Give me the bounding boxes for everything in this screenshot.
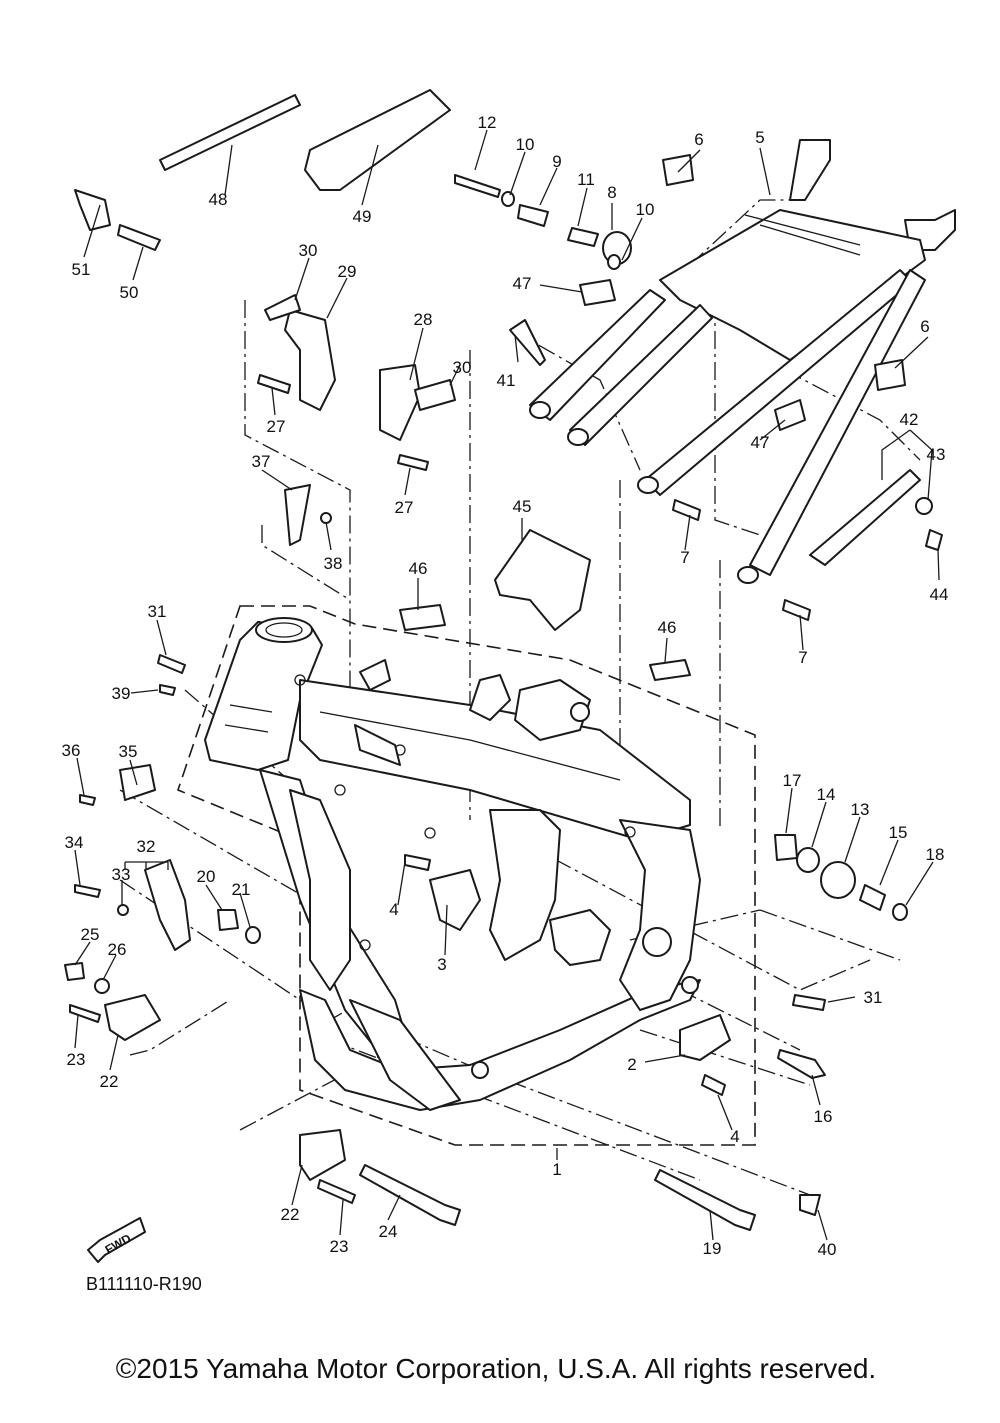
main-frame xyxy=(204,617,701,1111)
callout-18: 18 xyxy=(926,845,945,864)
callout-25: 25 xyxy=(81,925,100,944)
callout-8: 8 xyxy=(607,183,616,202)
callout-40: 40 xyxy=(818,1240,837,1259)
callout-41: 41 xyxy=(497,371,516,390)
callout-7a: 7 xyxy=(680,548,689,567)
callout-31b: 31 xyxy=(864,988,883,1007)
callout-42: 42 xyxy=(900,410,919,429)
callout-47b: 47 xyxy=(751,433,770,452)
callout-7b: 7 xyxy=(798,648,807,667)
callout-26: 26 xyxy=(108,940,127,959)
rear-subframe xyxy=(529,139,956,584)
callout-29: 29 xyxy=(338,262,357,281)
callout-15: 15 xyxy=(889,823,908,842)
callout-38: 38 xyxy=(324,554,343,573)
callout-11: 11 xyxy=(577,170,595,189)
callout-50: 50 xyxy=(120,283,139,302)
callout-3: 3 xyxy=(437,955,446,974)
leader-lines xyxy=(74,129,940,1241)
callout-27b: 27 xyxy=(395,498,414,517)
callout-32: 32 xyxy=(137,837,156,856)
small-parts xyxy=(64,89,943,1263)
callout-23a: 23 xyxy=(67,1050,86,1069)
callout-10b: 10 xyxy=(636,200,655,219)
callout-6a: 6 xyxy=(694,130,703,149)
callout-20: 20 xyxy=(197,867,216,886)
callout-37: 37 xyxy=(252,452,271,471)
callout-24: 24 xyxy=(379,1222,398,1241)
callout-13: 13 xyxy=(851,800,870,819)
callout-36: 36 xyxy=(62,741,81,760)
callout-39: 39 xyxy=(112,684,131,703)
callout-10a: 10 xyxy=(516,135,535,154)
callout-4a: 4 xyxy=(389,900,398,919)
callout-27a: 27 xyxy=(267,417,286,436)
callout-22a: 22 xyxy=(100,1072,119,1091)
callout-46b: 46 xyxy=(658,618,677,637)
callout-23b: 23 xyxy=(330,1237,349,1256)
callout-12: 12 xyxy=(478,113,497,132)
callout-4b: 4 xyxy=(730,1127,739,1146)
callout-47a: 47 xyxy=(513,274,532,293)
callout-28: 28 xyxy=(414,310,433,329)
callout-6b: 6 xyxy=(920,317,929,336)
callout-31a: 31 xyxy=(148,602,167,621)
callout-51: 51 xyxy=(72,260,91,279)
callout-16: 16 xyxy=(814,1107,833,1126)
callout-labels: 1 2 3 4 4 5 6 6 7 7 8 9 10 10 11 12 13 1… xyxy=(62,113,949,1259)
callout-2: 2 xyxy=(627,1055,636,1074)
callout-19: 19 xyxy=(703,1239,722,1258)
callout-9: 9 xyxy=(552,152,561,171)
callout-46a: 46 xyxy=(409,559,428,578)
callout-48: 48 xyxy=(209,190,228,209)
callout-30b: 30 xyxy=(453,358,472,377)
callout-34: 34 xyxy=(65,833,84,852)
callout-30a: 30 xyxy=(299,241,318,260)
callout-35: 35 xyxy=(119,742,138,761)
callout-21: 21 xyxy=(232,880,251,899)
callout-45: 45 xyxy=(513,497,532,516)
callout-44: 44 xyxy=(930,585,949,604)
callout-1: 1 xyxy=(552,1160,561,1179)
callout-5: 5 xyxy=(755,128,764,147)
callout-22b: 22 xyxy=(281,1205,300,1224)
callout-49: 49 xyxy=(353,207,372,226)
copyright-notice: ©2015 Yamaha Motor Corporation, U.S.A. A… xyxy=(116,1353,876,1384)
callout-33: 33 xyxy=(112,865,131,884)
diagram-code: B111110-R190 xyxy=(86,1274,202,1294)
callout-43: 43 xyxy=(927,445,946,464)
callout-14: 14 xyxy=(817,785,836,804)
callout-17: 17 xyxy=(783,771,802,790)
